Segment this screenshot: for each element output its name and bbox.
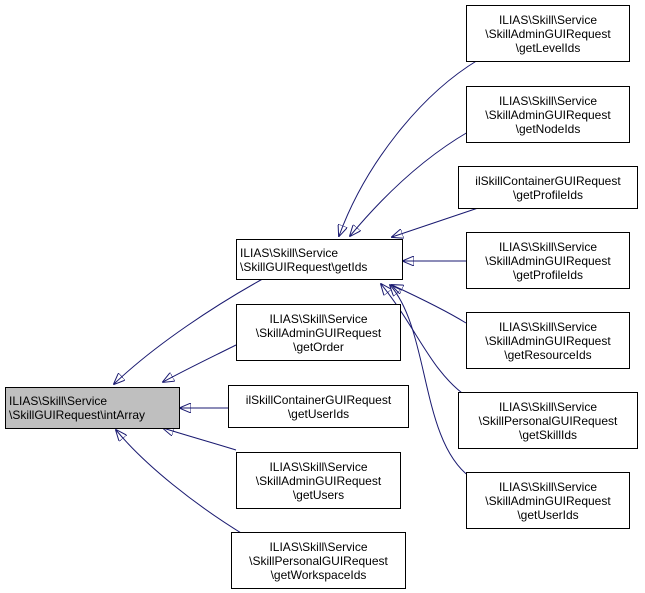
edge-getIds-to-intArray [114, 275, 269, 384]
node-getProfileIds-container-line-2: \getProfileIds [512, 187, 584, 202]
node-getProfileIds-admin[interactable]: ILIAS\Skill\Service \SkillAdminGUIReques… [466, 232, 630, 289]
node-getResourceIds-line-1: ILIAS\Skill\Service [498, 319, 598, 334]
edge-getProfileIdsContainer-to-getIds [392, 205, 485, 237]
edge-getWorkspaceIds-to-intArray [116, 430, 247, 537]
edge-getOrder-to-intArray [163, 344, 237, 382]
node-getUserIds-container-line-2: \getUserIds [287, 406, 350, 421]
node-getNodeIds[interactable]: ILIAS\Skill\Service \SkillAdminGUIReques… [466, 86, 630, 143]
node-intArray-line-2: \SkillGUIRequest\intArray [9, 408, 146, 422]
node-getResourceIds-line-3: \getResourceIds [504, 347, 592, 362]
node-getNodeIds-line-1: ILIAS\Skill\Service [498, 93, 598, 108]
node-getSkillIds[interactable]: ILIAS\Skill\Service \SkillPersonalGUIReq… [458, 392, 638, 449]
node-getIds[interactable]: ILIAS\Skill\Service \SkillGUIRequest\get… [236, 239, 403, 280]
node-getOrder-line-2: \SkillAdminGUIRequest [255, 325, 382, 340]
node-getUsers[interactable]: ILIAS\Skill\Service \SkillAdminGUIReques… [236, 452, 401, 509]
node-getWorkspaceIds-line-1: ILIAS\Skill\Service [269, 539, 368, 554]
node-getUsers-line-1: ILIAS\Skill\Service [269, 459, 368, 474]
node-getUserIds-admin-line-3: \getUserIds [517, 507, 579, 522]
node-getOrder-line-1: ILIAS\Skill\Service [269, 311, 368, 326]
edge-getNodeIds-to-getIds [350, 131, 469, 236]
node-getLevelIds-line-1: ILIAS\Skill\Service [498, 12, 598, 27]
node-getUserIds-admin-line-1: ILIAS\Skill\Service [498, 479, 598, 494]
node-getProfileIds-admin-line-2: \SkillAdminGUIRequest [485, 253, 611, 268]
node-getLevelIds[interactable]: ILIAS\Skill\Service \SkillAdminGUIReques… [466, 5, 630, 62]
node-getWorkspaceIds-line-2: \SkillPersonalGUIRequest [249, 553, 388, 568]
node-getSkillIds-line-2: \SkillPersonalGUIRequest [478, 413, 618, 428]
node-getResourceIds-line-2: \SkillAdminGUIRequest [485, 333, 611, 348]
node-getIds-line-2: \SkillGUIRequest\getIds [240, 259, 368, 274]
node-getUserIds-container[interactable]: ilSkillContainerGUIRequest \getUserIds [228, 385, 409, 428]
node-getUserIds-admin[interactable]: ILIAS\Skill\Service \SkillAdminGUIReques… [466, 472, 630, 529]
node-getWorkspaceIds[interactable]: ILIAS\Skill\Service \SkillPersonalGUIReq… [231, 532, 406, 589]
node-getIds-line-1: ILIAS\Skill\Service [240, 245, 339, 260]
node-getProfileIds-admin-line-1: ILIAS\Skill\Service [498, 239, 598, 254]
node-getUserIds-container-line-1: ilSkillContainerGUIRequest [245, 392, 392, 407]
node-getUserIds-admin-line-2: \SkillAdminGUIRequest [485, 493, 611, 508]
edge-getLevelIds-to-getIds [339, 59, 479, 236]
edge-getUsers-to-intArray [163, 428, 237, 451]
node-getUsers-line-2: \SkillAdminGUIRequest [255, 473, 382, 488]
node-getResourceIds[interactable]: ILIAS\Skill\Service \SkillAdminGUIReques… [466, 312, 630, 369]
node-getSkillIds-line-3: \getSkillIds [518, 427, 578, 442]
node-getOrder-line-3: \getOrder [293, 339, 344, 354]
node-getOrder[interactable]: ILIAS\Skill\Service \SkillAdminGUIReques… [236, 304, 401, 361]
node-getProfileIds-container-line-1: ilSkillContainerGUIRequest [475, 173, 621, 188]
node-getLevelIds-line-3: \getLevelIds [515, 40, 581, 55]
node-getUsers-line-3: \getUsers [292, 487, 345, 502]
node-intArray[interactable]: ILIAS\Skill\Service \SkillGUIRequest\int… [5, 387, 180, 429]
node-getLevelIds-line-2: \SkillAdminGUIRequest [485, 26, 611, 41]
node-intArray-line-1: ILIAS\Skill\Service [9, 394, 108, 408]
node-getNodeIds-line-3: \getNodeIds [515, 121, 581, 136]
node-getNodeIds-line-2: \SkillAdminGUIRequest [485, 107, 611, 122]
edge-getUserIdsAdmin-to-getIds [390, 285, 471, 478]
edge-getResourceIds-to-getIds [392, 285, 467, 324]
node-getWorkspaceIds-line-3: \getWorkspaceIds [270, 567, 367, 582]
edge-getSkillIds-to-getIds [381, 284, 467, 397]
node-getProfileIds-admin-line-3: \getProfileIds [512, 267, 584, 282]
node-getSkillIds-line-1: ILIAS\Skill\Service [498, 399, 598, 414]
node-getProfileIds-container[interactable]: ilSkillContainerGUIRequest \getProfileId… [458, 166, 638, 209]
